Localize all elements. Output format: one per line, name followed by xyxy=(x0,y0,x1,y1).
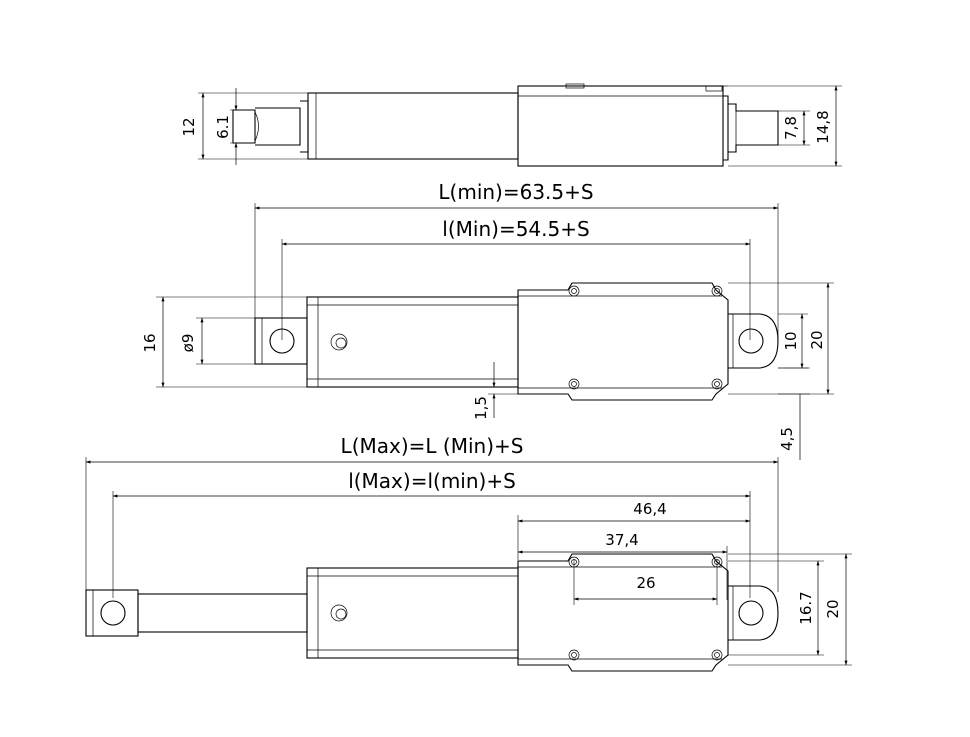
dim-14-8: 14,8 xyxy=(814,110,832,143)
dim-16: 16 xyxy=(141,333,159,352)
dim-6-1: 6.1 xyxy=(214,115,232,139)
dim-1-5: 1,5 xyxy=(472,396,490,420)
dim-37-4: 37,4 xyxy=(605,531,638,549)
dim-26: 26 xyxy=(636,574,655,592)
dim-16-7: 16.7 xyxy=(797,591,815,624)
top-view: 12 6.1 7,8 14,8 xyxy=(180,83,842,167)
dim-phi9: ø9 xyxy=(179,334,197,353)
dim-7-8: 7,8 xyxy=(782,116,800,140)
bottom-view: L(Max)=L (Min)+S l(Max)=l(min)+S 46,4 37… xyxy=(85,434,852,672)
label-L-min: L(min)=63.5+S xyxy=(438,180,593,204)
dim-46-4: 46,4 xyxy=(633,500,666,518)
dim-12: 12 xyxy=(180,117,198,136)
dim-20-bot: 20 xyxy=(824,599,842,618)
dim-10: 10 xyxy=(782,331,800,350)
label-L-max: L(Max)=L (Min)+S xyxy=(341,434,524,458)
dim-20-mid: 20 xyxy=(808,330,826,349)
dim-4-5: 4,5 xyxy=(778,427,796,451)
middle-view: L(min)=63.5+S l(Min)=54.5+S xyxy=(141,180,834,460)
label-l-min: l(Min)=54.5+S xyxy=(442,217,589,241)
label-l-max: l(Max)=l(min)+S xyxy=(348,469,516,493)
